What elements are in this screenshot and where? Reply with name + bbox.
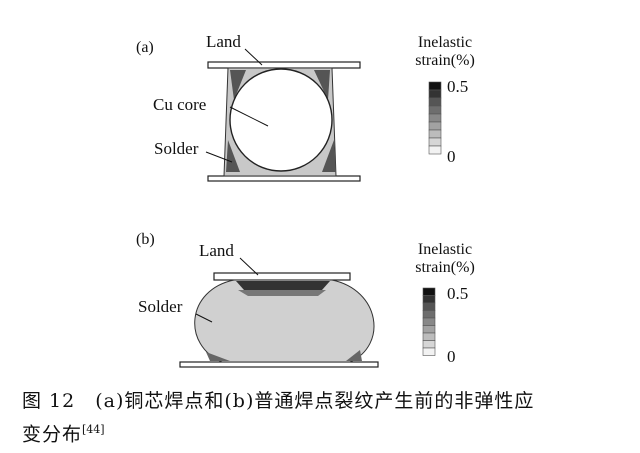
legend-swatch	[422, 317, 436, 326]
legend-title-a-line1: Inelastic	[417, 34, 473, 51]
legend-title-b: Inelastic strain(%)	[402, 241, 488, 277]
legend-min-a: 0	[447, 147, 456, 166]
figure-caption-ref: [44]	[82, 423, 105, 436]
solder-label-b: Solder	[138, 297, 183, 316]
panel-label-b: (b)	[136, 231, 155, 248]
legend-swatch	[422, 287, 436, 296]
legend-swatch	[428, 105, 442, 115]
legend-swatch	[422, 332, 436, 341]
core-label: Cu core	[153, 95, 207, 114]
legend-swatch	[428, 121, 442, 131]
land-label-a: Land	[206, 32, 241, 51]
legend-swatch	[428, 137, 442, 147]
legend-swatch	[428, 129, 442, 139]
legend-title-b-line1: Inelastic	[417, 241, 473, 258]
land-plate-top-a	[207, 61, 361, 69]
panel-b-drawing	[179, 257, 379, 368]
leader-land-a	[244, 48, 263, 66]
strain-zone-a2	[314, 70, 330, 100]
legend-swatch	[428, 97, 442, 107]
leader-solder-b	[195, 313, 213, 323]
strain-zone-a1	[230, 70, 246, 100]
leader-solder-a	[205, 151, 233, 163]
cu-core	[229, 68, 333, 172]
legend-min-b: 0	[447, 347, 456, 366]
legend-swatch	[428, 145, 442, 155]
legend-swatch	[422, 302, 436, 311]
solder-body-b	[194, 279, 375, 363]
strain-zone-a3	[226, 140, 240, 172]
land-label-b: Land	[199, 241, 234, 260]
strain-zone-a4	[322, 140, 336, 172]
legend-swatch	[422, 340, 436, 349]
strain-zone-b3	[206, 352, 230, 361]
legend-max-a: 0.5	[447, 77, 469, 96]
legend-scale-b	[422, 287, 436, 356]
panel-a-drawing	[205, 48, 361, 182]
legend-swatch	[428, 89, 442, 99]
land-plate-bottom-b	[179, 361, 379, 368]
land-plate-top-b	[213, 272, 351, 281]
figure-caption-line1: 图 12 (a)铜芯焊点和(b)普通焊点裂纹产生前的非弹性应	[22, 390, 535, 412]
legend-swatch	[428, 113, 442, 123]
legend-title-a-line2: strain(%)	[415, 52, 475, 69]
land-plate-bottom-a	[207, 175, 361, 182]
legend-swatch	[422, 325, 436, 334]
legend-scale-a	[428, 81, 442, 155]
legend-title-a: Inelastic strain(%)	[402, 34, 488, 70]
legend-title-b-line2: strain(%)	[415, 259, 475, 276]
legend-swatch	[428, 81, 442, 91]
solder-label-a: Solder	[154, 139, 199, 158]
leader-core-a	[229, 106, 269, 127]
strain-zone-b2	[238, 290, 326, 296]
panel-label-a: (a)	[136, 39, 154, 56]
legend-swatch	[422, 347, 436, 356]
strain-zone-b1	[236, 281, 330, 290]
legend-swatch	[422, 295, 436, 304]
legend-max-b: 0.5	[447, 284, 469, 303]
figure-caption-line2-text: 变分布	[22, 423, 83, 446]
strain-zone-b4	[346, 350, 362, 361]
legend-swatch	[422, 310, 436, 319]
figure-caption-line2: 变分布[44]	[22, 417, 105, 447]
leader-land-b	[239, 257, 259, 276]
